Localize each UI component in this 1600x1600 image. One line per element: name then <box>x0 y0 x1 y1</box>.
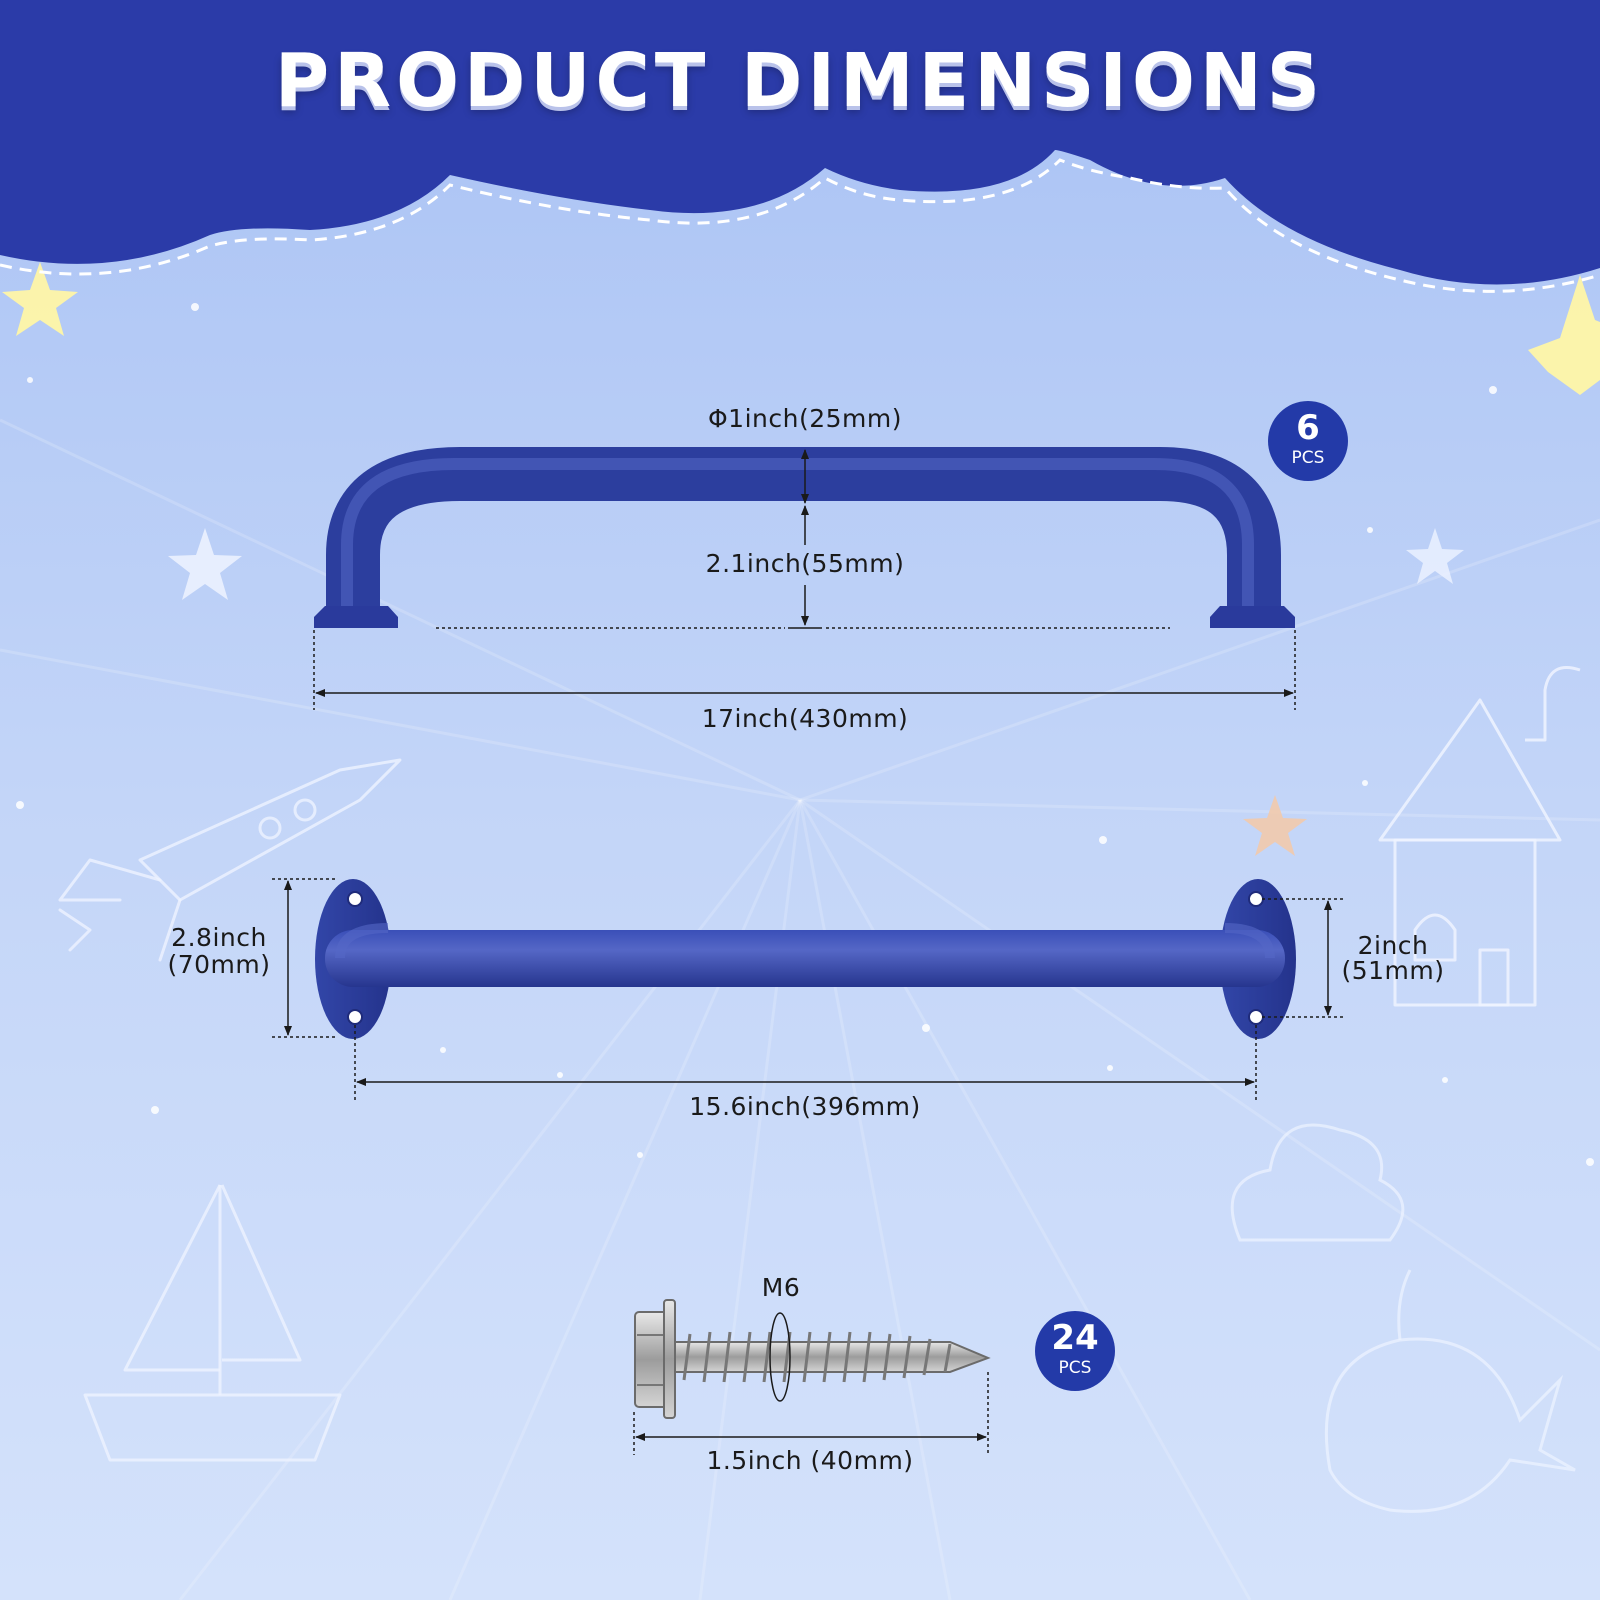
height-label: 2.1inch(55mm) <box>705 549 905 578</box>
hole-to-hole-label: 15.6inch(396mm) <box>689 1092 921 1121</box>
doodle-rocket <box>58 758 402 962</box>
banner-stitching <box>0 158 1600 293</box>
bar-quantity: 6 <box>1296 408 1320 448</box>
diameter-label: Φ1inch(25mm) <box>708 404 902 433</box>
header-banner <box>0 0 1600 285</box>
screw-illustration <box>634 1299 991 1419</box>
screw-length-label: 1.5inch (40mm) <box>706 1446 914 1475</box>
plate-height-label: 2.8inch <box>171 923 267 952</box>
bar-quantity-unit: PCS <box>1291 448 1325 468</box>
star-decorations <box>2 262 1600 856</box>
hole-spacing-label: 2inch <box>1357 931 1429 960</box>
mounting-hole <box>347 891 363 907</box>
sparkle-dots <box>16 303 1594 1166</box>
bar-quantity-badge: 6 PCS <box>1268 401 1348 481</box>
doodle-whale <box>1324 1269 1576 1513</box>
mounting-hole <box>1248 1009 1264 1025</box>
screw-dimension-lines <box>633 1312 989 1455</box>
page-title: PRODUCT DIMENSIONS <box>274 38 1326 124</box>
mounting-hole <box>1248 891 1264 907</box>
thread-size-label: M6 <box>761 1273 801 1302</box>
overall-length-label: 17inch(430mm) <box>701 704 909 733</box>
doodle-sailboat <box>83 1184 342 1462</box>
hole-spacing-label-metric: (51mm) <box>1341 956 1445 985</box>
screw-quantity: 24 <box>1051 1318 1099 1358</box>
top-view-dimension-lines <box>313 449 1296 710</box>
front-view-dimension-lines <box>272 878 1345 1100</box>
mounting-hole <box>347 1009 363 1025</box>
doodle-house <box>1378 666 1581 1007</box>
doodle-cloud <box>1230 1123 1405 1242</box>
grab-bar-front-view <box>315 879 1296 1039</box>
plate-height-label-metric: (70mm) <box>167 950 271 979</box>
screw-quantity-unit: PCS <box>1058 1358 1092 1378</box>
grab-bar-side-view <box>314 447 1295 628</box>
screw-quantity-badge: 24 PCS <box>1035 1311 1115 1391</box>
